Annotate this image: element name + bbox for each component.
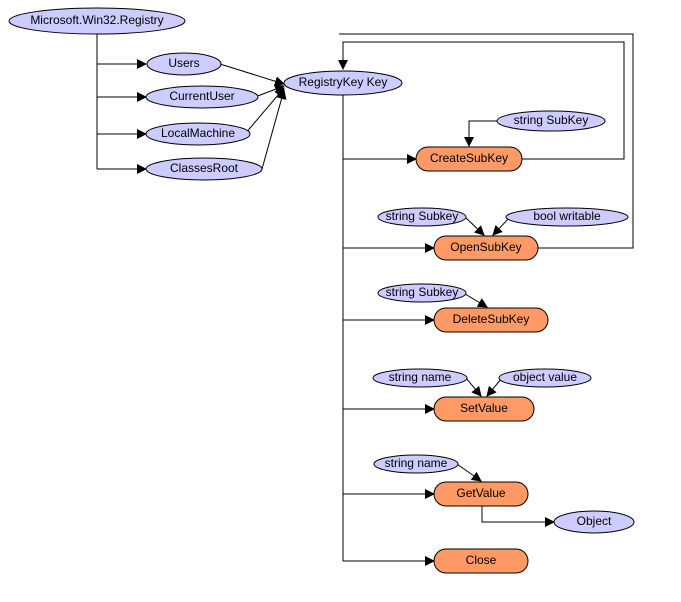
node-users: Users — [146, 52, 222, 76]
node-object: Object — [553, 510, 635, 534]
edge-setvalue-param1 — [465, 377, 482, 397]
node-set-value-param2-label: object value — [513, 370, 577, 384]
node-registry-label: Microsoft.Win32.Registry — [30, 13, 163, 27]
node-registry-key: RegistryKey Key — [283, 70, 403, 96]
node-close: Close — [433, 548, 529, 574]
node-local-machine: LocalMachine — [145, 122, 251, 146]
edge-setvalue-param2 — [486, 377, 503, 397]
node-object-label: Object — [577, 514, 612, 528]
edge-opensubkey-loop — [339, 33, 634, 249]
node-create-subkey: CreateSubKey — [415, 146, 523, 172]
node-get-value: GetValue — [433, 481, 529, 507]
edge-createsubkey-param — [464, 120, 498, 147]
edge-getvalue-param — [456, 463, 482, 482]
node-registry-key-label: RegistryKey Key — [299, 75, 388, 89]
node-classes-root-label: ClassesRoot — [170, 161, 239, 175]
node-open-subkey: OpenSubKey — [433, 235, 539, 261]
node-set-value-param1: string name — [372, 368, 468, 388]
node-set-value-param2: object value — [498, 368, 592, 388]
edge-createsubkey-loop — [338, 41, 625, 160]
edge-opensubkey-param1 — [464, 216, 485, 236]
node-open-subkey-label: OpenSubKey — [450, 240, 521, 254]
edges — [96, 33, 634, 566]
node-create-subkey-param-label: string SubKey — [514, 113, 589, 127]
node-delete-subkey-param: string Subkey — [377, 283, 467, 303]
node-delete-subkey-label: DeleteSubKey — [453, 312, 530, 326]
node-open-subkey-param1: string Subkey — [377, 207, 467, 227]
edge-users-key — [219, 63, 285, 87]
edge-currentuser-key — [254, 84, 285, 98]
node-create-subkey-label: CreateSubKey — [430, 151, 508, 165]
node-registry: Microsoft.Win32.Registry — [8, 7, 186, 35]
node-open-subkey-param2: bool writable — [505, 207, 629, 227]
node-users-label: Users — [168, 56, 199, 70]
node-current-user-label: CurrentUser — [169, 89, 234, 103]
node-delete-subkey-param-label: string Subkey — [386, 285, 459, 299]
node-delete-subkey: DeleteSubKey — [433, 307, 549, 333]
edge-deletesubkey-param — [464, 293, 488, 308]
node-get-value-param-label: string name — [385, 456, 448, 470]
edge-getvalue-object — [481, 506, 555, 527]
node-classes-root: ClassesRoot — [145, 157, 263, 181]
node-get-value-label: GetValue — [456, 486, 505, 500]
node-close-label: Close — [466, 553, 497, 567]
node-get-value-param: string name — [373, 454, 459, 474]
node-open-subkey-param1-label: string Subkey — [386, 209, 459, 223]
node-local-machine-label: LocalMachine — [161, 126, 235, 140]
node-open-subkey-param2-label: bool writable — [533, 209, 601, 223]
edge-opensubkey-param2 — [492, 216, 511, 236]
node-create-subkey-param: string SubKey — [496, 110, 606, 132]
edge-classesroot-key — [261, 89, 287, 170]
node-set-value-label: SetValue — [460, 401, 508, 415]
node-set-value-param1-label: string name — [389, 370, 452, 384]
node-current-user: CurrentUser — [145, 85, 259, 109]
node-set-value: SetValue — [433, 396, 535, 422]
